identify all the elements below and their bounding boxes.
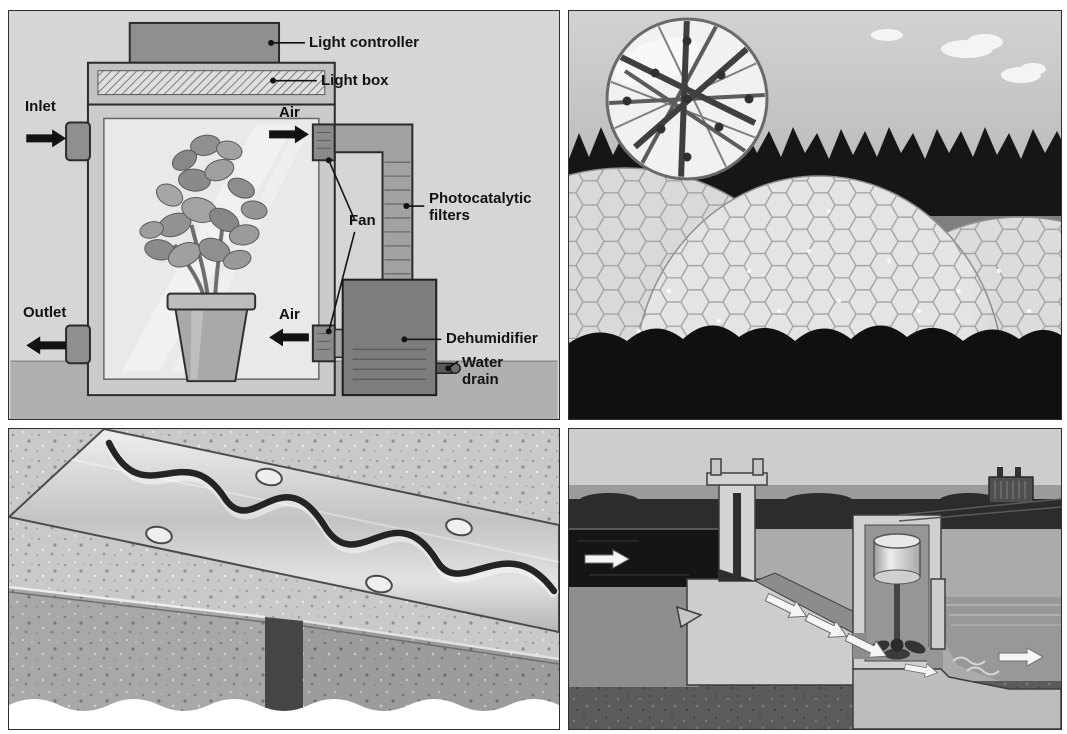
turbulence-swirl-1	[952, 656, 986, 666]
hoist-prong-right	[752, 458, 764, 476]
label-air-bottom: Air	[279, 306, 300, 323]
turbine-shaft	[894, 584, 900, 642]
plate-bolts	[145, 467, 473, 594]
label-fan: Fan	[349, 212, 376, 229]
left-abutment	[569, 587, 699, 687]
edge-highlight-left	[9, 585, 266, 619]
air-top-arrow	[269, 125, 309, 144]
edge-shadow-left	[9, 591, 266, 623]
clouds	[871, 29, 1046, 83]
joint-gap	[265, 617, 303, 729]
transformer	[988, 467, 1034, 504]
panel-hydro-turbine	[568, 428, 1062, 730]
label-dehumidifier: Dehumidifier	[446, 330, 538, 347]
bank-bush-1	[579, 493, 639, 509]
drain-valve	[449, 362, 461, 374]
bushing-left	[997, 467, 1003, 479]
turbulence-swirl-2	[966, 666, 1000, 676]
edge-highlight-right	[302, 619, 559, 661]
expansion-joint-illustration	[9, 429, 559, 729]
outlet-arrow	[26, 336, 67, 355]
spillway-lip	[676, 605, 703, 629]
label-light-controller: Light controller	[309, 34, 419, 51]
light-box	[86, 61, 336, 106]
panel-growth-chamber: Light controller Light box Inlet Air Fan…	[8, 10, 560, 420]
intake-tower	[706, 458, 768, 582]
dehumidifier-vents	[352, 348, 427, 380]
front-face-right	[303, 621, 559, 729]
biome-domes-illustration	[569, 11, 1061, 419]
label-outlet: Outlet	[23, 304, 67, 321]
inlet-port	[65, 121, 91, 162]
hydro-turbine-illustration	[569, 429, 1061, 729]
growth-chamber-illustration	[10, 11, 558, 419]
inset-nodes	[622, 36, 754, 162]
inlet-arrow	[26, 129, 67, 148]
inset-sheen	[615, 36, 699, 86]
generator	[873, 533, 921, 585]
leader-dots	[268, 39, 452, 372]
potted-plant	[139, 134, 268, 383]
leader-lines	[271, 42, 459, 369]
bank-bush-2	[785, 493, 853, 509]
dehumidifier-box	[334, 278, 461, 397]
label-light-box: Light box	[321, 72, 389, 89]
bushing-right	[1015, 467, 1021, 479]
label-inlet: Inlet	[25, 98, 56, 115]
bank-bush-3	[939, 493, 999, 509]
fan-top	[311, 123, 336, 162]
filter-elements	[384, 161, 411, 275]
tower-cap	[706, 472, 768, 486]
gate-slot	[733, 493, 741, 581]
label-water-drain: Water drain	[462, 354, 504, 388]
label-air-top: Air	[279, 104, 300, 121]
flow-arrows	[26, 125, 309, 355]
air-bottom-arrow	[269, 328, 309, 347]
torn-edge	[9, 699, 559, 729]
serpentine-joint	[105, 439, 558, 595]
foreground-trees	[569, 325, 1061, 419]
metal-plates	[9, 429, 559, 634]
panel-biome-domes	[568, 10, 1062, 420]
outflow-opening	[927, 647, 943, 669]
gate-opening	[719, 569, 755, 581]
front-face-left	[9, 587, 265, 729]
plant-foliage	[139, 134, 268, 270]
plant-pot	[166, 292, 257, 383]
outlet-port	[65, 324, 91, 365]
light-controller-box	[128, 21, 281, 64]
transformer-fins	[994, 481, 1026, 499]
label-photocatalytic-filters: Photocatalytic filters	[429, 190, 532, 224]
front-faces	[9, 585, 559, 729]
tailrace-apron	[852, 668, 1061, 729]
structure-inset	[605, 17, 769, 181]
tailrace-wall	[930, 578, 946, 650]
panel-expansion-joint	[8, 428, 560, 730]
hoist-prong-left	[710, 458, 722, 476]
sky-top	[569, 429, 1061, 485]
transmission-lines	[898, 498, 1061, 522]
edge-shadow-right	[302, 625, 559, 665]
